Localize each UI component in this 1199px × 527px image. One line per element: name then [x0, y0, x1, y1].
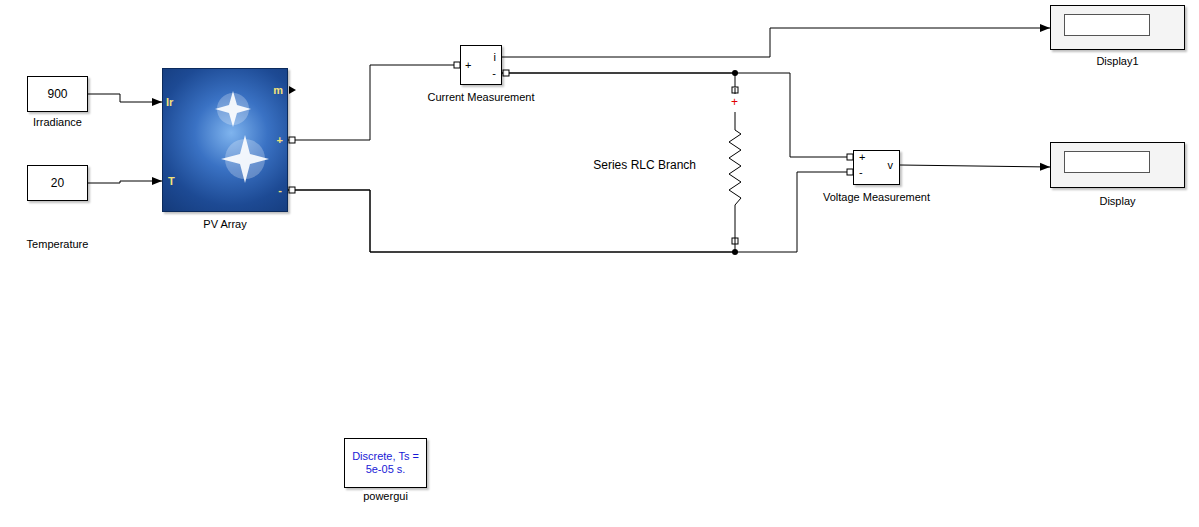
port-label: -	[278, 184, 282, 197]
polarity-mark: +	[731, 96, 738, 109]
rlc-top-port	[732, 87, 738, 93]
port-label: -	[492, 67, 496, 80]
block-name: Display1	[1095, 55, 1139, 68]
signal-line	[88, 181, 162, 183]
signal-line	[900, 165, 1050, 167]
pv-minus-port	[289, 187, 295, 193]
sparkle	[215, 91, 251, 127]
resistor-zigzag	[729, 112, 741, 244]
signal-line	[88, 94, 162, 102]
display-field	[1064, 151, 1150, 173]
port-label: Ir	[166, 96, 173, 109]
block-name: Irradiance	[32, 116, 83, 129]
port-label: +	[465, 59, 471, 72]
pv-m-output-port	[289, 86, 296, 94]
electrical-wire	[288, 190, 735, 252]
port-label: v	[888, 159, 894, 172]
resistor-picture	[725, 88, 745, 244]
port-label: m	[273, 84, 283, 97]
constant-value: 20	[28, 176, 87, 190]
electrical-wire	[502, 73, 853, 157]
display-field	[1064, 14, 1150, 36]
constant-block: 900Irradiance	[27, 76, 88, 112]
block-name: Temperature	[26, 238, 90, 251]
current-minus-port	[503, 70, 509, 76]
resistor-lead	[735, 88, 736, 94]
sparkle	[221, 135, 269, 183]
block-name: powergui	[362, 490, 409, 503]
block-name: PV Array	[202, 218, 247, 231]
pv-plus-port	[289, 137, 295, 143]
junction-dot	[732, 249, 738, 255]
pv-panel-picture	[163, 69, 289, 213]
display-block: Display1	[1050, 5, 1185, 50]
electrical-wire	[502, 73, 735, 88]
constant-block: 20Temperature	[27, 165, 88, 201]
voltage-measurement-block: +-vVoltage Measurement	[853, 150, 900, 185]
block-name: Voltage Measurement	[822, 191, 931, 204]
port-label: -	[859, 166, 863, 179]
port-label: i	[494, 51, 496, 64]
current-measurement-block: +i-Current Measurement	[460, 45, 502, 85]
junction-dot	[732, 70, 738, 76]
block-name: Current Measurement	[427, 91, 536, 104]
signal-line	[502, 28, 1050, 57]
resistor-symbol: +Series RLC Branch	[725, 88, 745, 244]
port-label: +	[859, 151, 865, 164]
block-name: Series RLC Branch	[592, 158, 697, 172]
display-block: Display	[1050, 142, 1185, 188]
pv-array-block: IrTm+-PV Array	[162, 68, 288, 212]
port-label: T	[168, 175, 175, 188]
powergui-block: Discrete, Ts = 5e-05 s.powergui	[344, 438, 427, 488]
solver-setting: Discrete, Ts = 5e-05 s.	[348, 450, 423, 476]
electrical-wire	[288, 172, 853, 252]
constant-value: 900	[28, 87, 87, 101]
port-label: +	[277, 134, 283, 147]
block-name: Display	[1098, 195, 1136, 208]
